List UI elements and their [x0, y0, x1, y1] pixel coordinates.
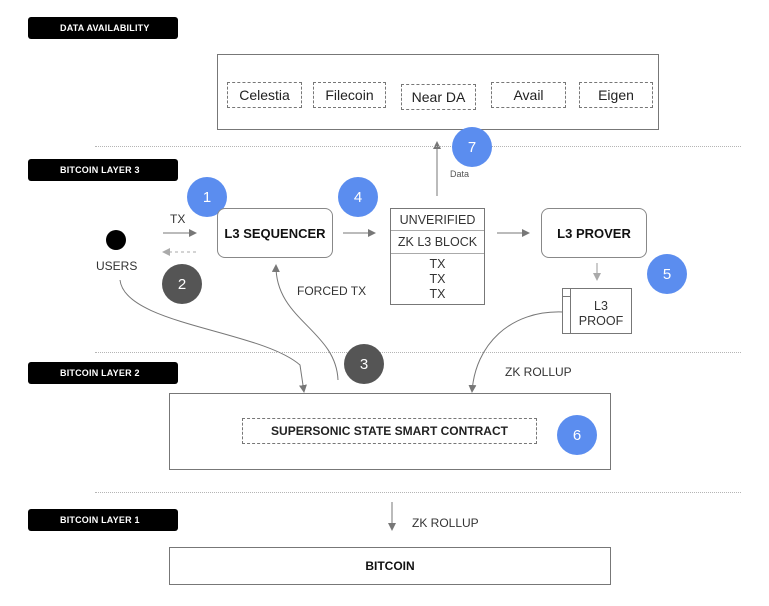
proof-fold-line — [563, 296, 570, 297]
forced-tx-curve — [271, 264, 339, 381]
da-provider-celestia: Celestia — [227, 82, 302, 108]
layer-tag-layer3: BITCOIN LAYER 3 — [28, 159, 178, 181]
l3-sequencer-node: L3 SEQUENCER — [217, 208, 333, 258]
block-tx: TX — [429, 272, 446, 286]
proof-line-1: L3 — [594, 299, 608, 313]
da-provider-filecoin: Filecoin — [313, 82, 386, 108]
data-label: Data — [450, 169, 470, 179]
users-label: USERS — [96, 259, 138, 273]
da-provider-near-da: Near DA — [401, 84, 476, 110]
zk-rollup-label-l2: ZK ROLLUP — [505, 365, 572, 379]
l3-proof-doc: L3 PROOF — [562, 288, 632, 334]
separator — [95, 146, 741, 147]
bitcoin-box: BITCOIN — [169, 547, 611, 585]
step-4-badge: 4 — [338, 177, 378, 217]
proof-fold-line — [570, 289, 571, 333]
zk-l3-block: UNVERIFIED ZK L3 BLOCK TX TX TX — [390, 208, 485, 305]
supersonic-state-contract: SUPERSONIC STATE SMART CONTRACT — [242, 418, 537, 444]
da-provider-eigen: Eigen — [579, 82, 653, 108]
block-subheader: ZK L3 BLOCK — [391, 231, 484, 254]
forced-tx-label: FORCED TX — [297, 284, 367, 298]
l3-prover-node: L3 PROVER — [541, 208, 647, 258]
block-tx-list: TX TX TX — [391, 254, 484, 304]
layer-tag-layer1: BITCOIN LAYER 1 — [28, 509, 178, 531]
block-tx: TX — [429, 257, 446, 271]
layer-tag-layer2: BITCOIN LAYER 2 — [28, 362, 178, 384]
zk-rollup-label-l1: ZK ROLLUP — [412, 516, 479, 530]
users-to-contract-curve — [119, 279, 307, 393]
da-provider-avail: Avail — [491, 82, 566, 108]
separator — [95, 492, 741, 493]
block-header: UNVERIFIED — [391, 209, 484, 231]
separator — [95, 352, 741, 353]
step-3-badge: 3 — [344, 344, 384, 384]
proof-to-contract-curve — [468, 311, 564, 393]
step-6-badge: 6 — [557, 415, 597, 455]
layer-tag-data-availability: DATA AVAILABILITY — [28, 17, 178, 39]
tx-label: TX — [170, 212, 186, 226]
step-5-badge: 5 — [647, 254, 687, 294]
step-2-badge: 2 — [162, 264, 202, 304]
user-icon — [106, 230, 126, 250]
proof-line-2: PROOF — [578, 314, 624, 328]
block-tx: TX — [429, 287, 446, 301]
step-7-badge: 7 — [452, 127, 492, 167]
